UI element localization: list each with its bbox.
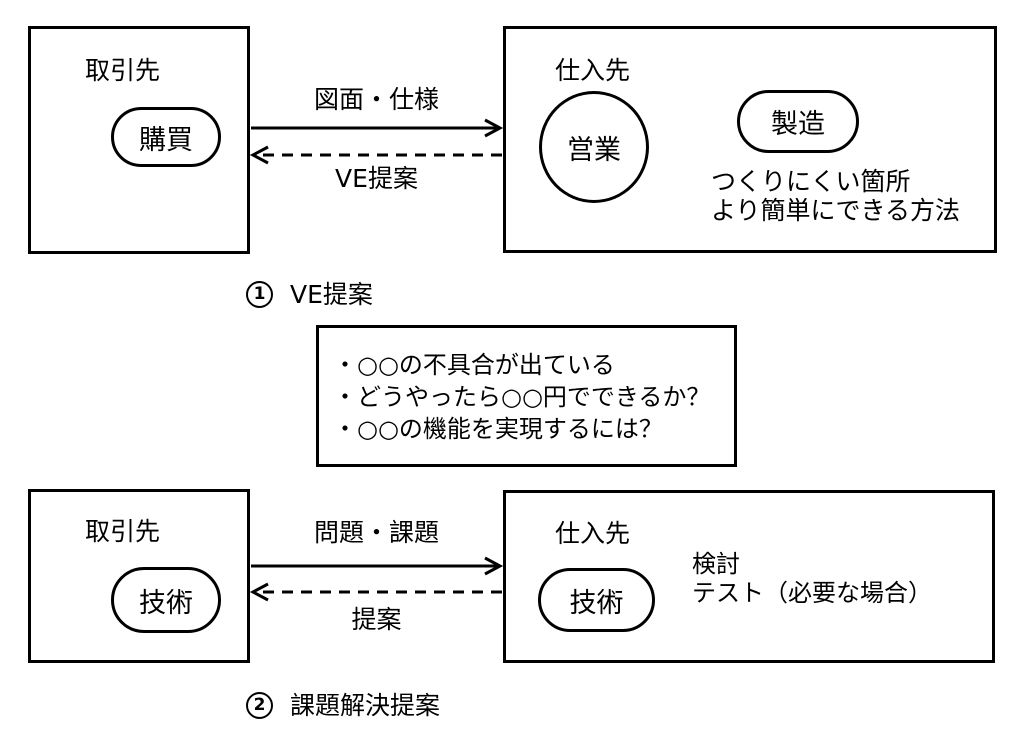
supplier-review-note-line2: テスト（必要な場合） bbox=[692, 579, 932, 607]
sales-node: 営業 bbox=[539, 91, 649, 203]
example-item-2: ・どうやったら○○円でできるか？ bbox=[333, 383, 711, 411]
top-back-arrow-label: VE提案 bbox=[335, 164, 418, 193]
top-back-dashed-arrow bbox=[249, 145, 502, 165]
bottom-client-box-title: 取引先 bbox=[85, 517, 161, 546]
circled-number-1-icon: 1 bbox=[246, 281, 273, 309]
circled-number-2-digit: 2 bbox=[253, 695, 266, 716]
top-forward-arrow-label: 図面・仕様 bbox=[313, 85, 439, 114]
client-engineering-node-label: 技術 bbox=[139, 587, 193, 619]
caption-ve-proposal-label: VE提案 bbox=[290, 280, 373, 309]
ve-examples-box: ・○○の不具合が出ている ・どうやったら○○円でできるか？ ・○○の機能を実現す… bbox=[316, 325, 737, 467]
manufacturing-feedback-note-line2: より簡単にできる方法 bbox=[711, 196, 961, 225]
example-item-3: ・○○の機能を実現するには？ bbox=[333, 415, 663, 443]
bottom-supplier-box-title: 仕入先 bbox=[555, 519, 631, 548]
supplier-review-note: 検討 テスト（必要な場合） bbox=[692, 550, 932, 608]
purchasing-node-label: 購買 bbox=[139, 124, 193, 156]
bottom-forward-arrow-label: 問題・課題 bbox=[313, 518, 439, 547]
supplier-engineering-node: 技術 bbox=[538, 568, 655, 632]
manufacturing-feedback-note: つくりにくい箇所 より簡単にできる方法 bbox=[711, 167, 960, 225]
example-item-1: ・○○の不具合が出ている bbox=[333, 351, 615, 379]
top-supplier-box-title: 仕入先 bbox=[555, 56, 631, 85]
top-client-box-title: 取引先 bbox=[85, 56, 161, 85]
circled-number-2-icon: 2 bbox=[246, 692, 273, 720]
caption-problem-solving-proposal-label: 課題解決提案 bbox=[290, 691, 441, 720]
caption-problem-solving-proposal: 2 課題解決提案 bbox=[246, 692, 440, 720]
bottom-supplier-box: 仕入先 技術 検討 テスト（必要な場合） bbox=[503, 490, 995, 663]
bottom-forward-arrow bbox=[251, 556, 504, 576]
manufacturing-node: 製造 bbox=[737, 90, 859, 153]
supplier-review-note-line1: 検討 bbox=[692, 550, 740, 578]
bottom-back-dashed-arrow bbox=[249, 582, 502, 602]
bottom-back-arrow-label: 提案 bbox=[351, 605, 402, 634]
caption-ve-proposal: 1 VE提案 bbox=[246, 281, 373, 309]
bottom-client-box: 取引先 技術 bbox=[28, 489, 250, 663]
circled-number-1-digit: 1 bbox=[253, 284, 266, 305]
supplier-engineering-node-label: 技術 bbox=[569, 587, 624, 619]
client-engineering-node: 技術 bbox=[111, 567, 221, 633]
top-client-box: 取引先 購買 bbox=[28, 26, 250, 254]
top-supplier-box: 仕入先 営業 製造 つくりにくい箇所 より簡単にできる方法 bbox=[503, 26, 997, 253]
top-forward-arrow bbox=[251, 118, 504, 138]
manufacturing-node-label: 製造 bbox=[771, 109, 825, 140]
purchasing-node: 購買 bbox=[111, 107, 221, 167]
manufacturing-feedback-note-line1: つくりにくい箇所 bbox=[711, 167, 911, 196]
sales-node-label: 営業 bbox=[567, 134, 621, 166]
